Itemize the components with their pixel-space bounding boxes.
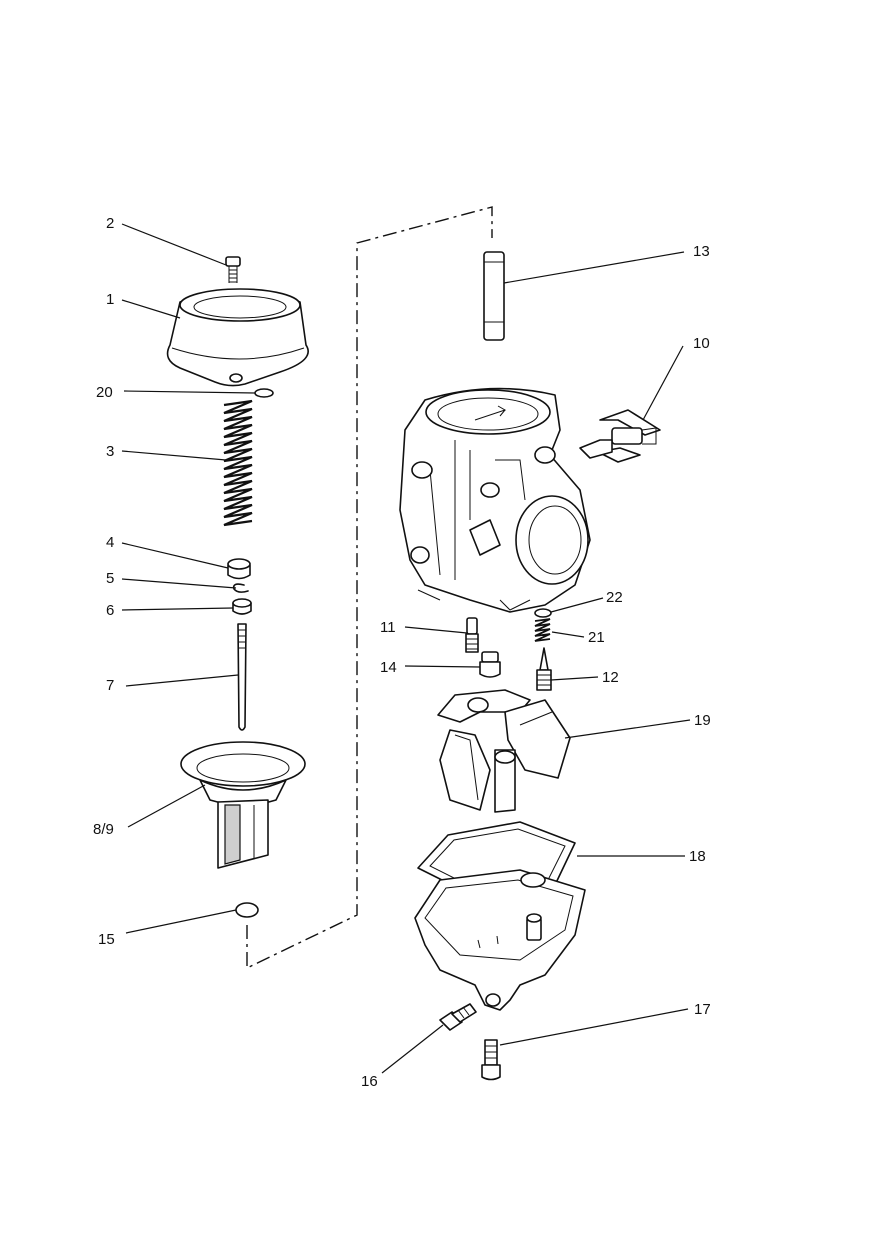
callout-13: 13 bbox=[693, 243, 710, 260]
carburettor-body bbox=[399, 387, 591, 613]
callout-21: 21 bbox=[588, 629, 605, 646]
callout-labels: 2 1 20 3 4 5 6 7 8/9 15 13 10 22 11 21 1… bbox=[93, 215, 711, 1090]
part-14-jet-holder bbox=[479, 651, 501, 678]
callout-11: 11 bbox=[380, 619, 396, 636]
callout-18: 18 bbox=[689, 848, 706, 865]
callout-1: 1 bbox=[106, 291, 114, 308]
part-17-screw bbox=[481, 1039, 501, 1081]
part-3-spring bbox=[223, 399, 253, 527]
part-16-drain-screw bbox=[439, 1003, 477, 1031]
callout-6: 6 bbox=[106, 602, 114, 619]
part-11-jet bbox=[465, 617, 479, 653]
part-12-pilot-screw bbox=[536, 647, 552, 691]
float-bowl bbox=[414, 869, 586, 1011]
part-20-o-ring bbox=[254, 388, 274, 398]
callout-16: 16 bbox=[361, 1073, 378, 1090]
leader-lines bbox=[121, 223, 691, 1074]
part-8-9-diaphragm-piston bbox=[180, 741, 306, 869]
callout-8-9: 8/9 bbox=[93, 821, 114, 838]
callout-2: 2 bbox=[106, 215, 114, 232]
part-10-choke-plunger bbox=[579, 409, 661, 463]
callout-14: 14 bbox=[380, 659, 397, 676]
callout-3: 3 bbox=[106, 443, 114, 460]
part-19-float bbox=[437, 689, 571, 813]
part-5-clip bbox=[232, 583, 249, 593]
part-21-spring bbox=[534, 618, 551, 642]
part-4-spring-seat bbox=[227, 558, 251, 580]
callout-7: 7 bbox=[106, 677, 114, 694]
part-2-screw bbox=[225, 256, 241, 283]
callout-20: 20 bbox=[96, 384, 113, 401]
callout-19: 19 bbox=[694, 712, 711, 729]
callout-10: 10 bbox=[693, 335, 710, 352]
part-6-washer bbox=[232, 598, 252, 615]
callout-12: 12 bbox=[602, 669, 619, 686]
callout-15: 15 bbox=[98, 931, 115, 948]
callout-5: 5 bbox=[106, 570, 114, 587]
part-22-washer bbox=[534, 608, 552, 618]
callout-17: 17 bbox=[694, 1001, 711, 1018]
callout-4: 4 bbox=[106, 534, 114, 551]
part-15-o-ring bbox=[235, 902, 259, 918]
part-1-top-cover bbox=[166, 288, 309, 387]
assembly-axis-line bbox=[246, 206, 493, 970]
part-7-jet-needle bbox=[237, 623, 247, 731]
callout-22: 22 bbox=[606, 589, 623, 606]
part-13-tube bbox=[483, 251, 505, 341]
